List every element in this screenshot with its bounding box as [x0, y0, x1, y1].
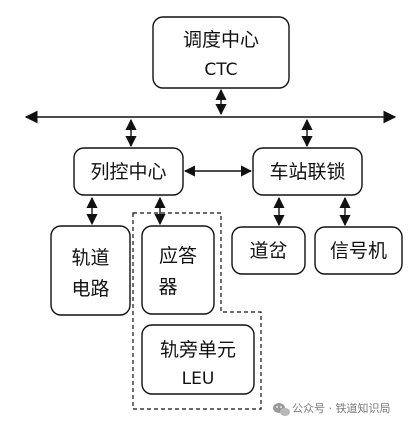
switch-label: 道岔 [249, 240, 287, 262]
station-interlocking-node: 车站联锁 [252, 147, 363, 196]
train-control-center-label: 列控中心 [90, 161, 166, 183]
watermark: 公众号 · 铁道知识局 [273, 401, 391, 416]
balise-label-line2: 器 [158, 276, 177, 298]
train-control-center-node: 列控中心 [73, 147, 184, 196]
signal-label: 信号机 [330, 240, 387, 262]
leu-label-line2: LEU [182, 369, 215, 389]
leu-node: 轨旁单元 LEU [141, 324, 255, 395]
signal-node: 信号机 [314, 226, 403, 275]
station-interlocking-label: 车站联锁 [269, 161, 345, 183]
ctc-node: 调度中心 CTC [152, 16, 290, 89]
balise-node: 应答 器 [141, 225, 215, 315]
leu-label-line1: 轨旁单元 [160, 339, 236, 361]
track-circuit-label-line2: 电路 [71, 278, 109, 300]
ctc-sublabel: CTC [204, 60, 237, 80]
switch-node: 道岔 [231, 226, 306, 275]
wechat-icon [273, 403, 290, 416]
track-circuit-label-line1: 轨道 [71, 247, 109, 269]
track-circuit-node: 轨道 电路 [50, 225, 131, 316]
trackside-group-dashed-outline [132, 212, 262, 410]
balise-label-line1: 应答 [159, 245, 197, 267]
ctc-label: 调度中心 [183, 29, 259, 51]
watermark-text: 公众号 · 铁道知识局 [292, 401, 391, 415]
